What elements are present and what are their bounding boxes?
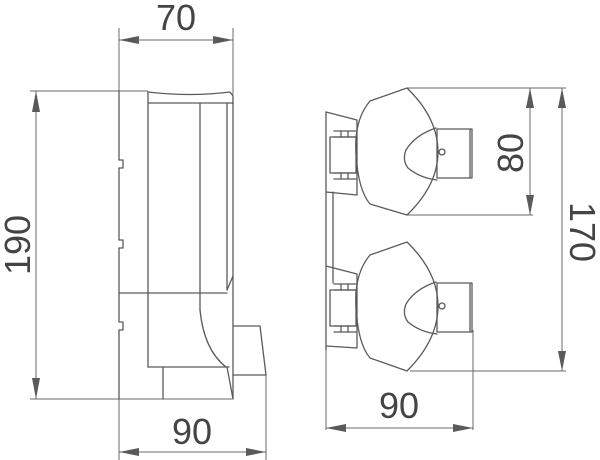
- dimension-90-front: 90: [325, 330, 474, 432]
- dimension-label-170: 170: [562, 202, 600, 262]
- dimension-80: 80: [407, 87, 534, 216]
- dimension-label-190: 190: [0, 215, 38, 275]
- side-body: [118, 90, 267, 400]
- front-view: 80 170 90: [325, 87, 600, 432]
- dimension-90-side: 90: [118, 375, 267, 460]
- dimension-70: 70: [118, 0, 234, 95]
- dimension-label-80: 80: [490, 133, 531, 173]
- dimension-label-90-side: 90: [172, 411, 212, 452]
- dimension-label-90-front: 90: [379, 385, 419, 426]
- dimension-190: 190: [0, 90, 232, 400]
- dimension-170: 170: [410, 87, 600, 372]
- dimension-label-70: 70: [156, 0, 196, 38]
- lower-dispenser: [325, 241, 473, 372]
- side-view: 70 190 90: [0, 0, 267, 460]
- upper-dispenser: [325, 87, 473, 216]
